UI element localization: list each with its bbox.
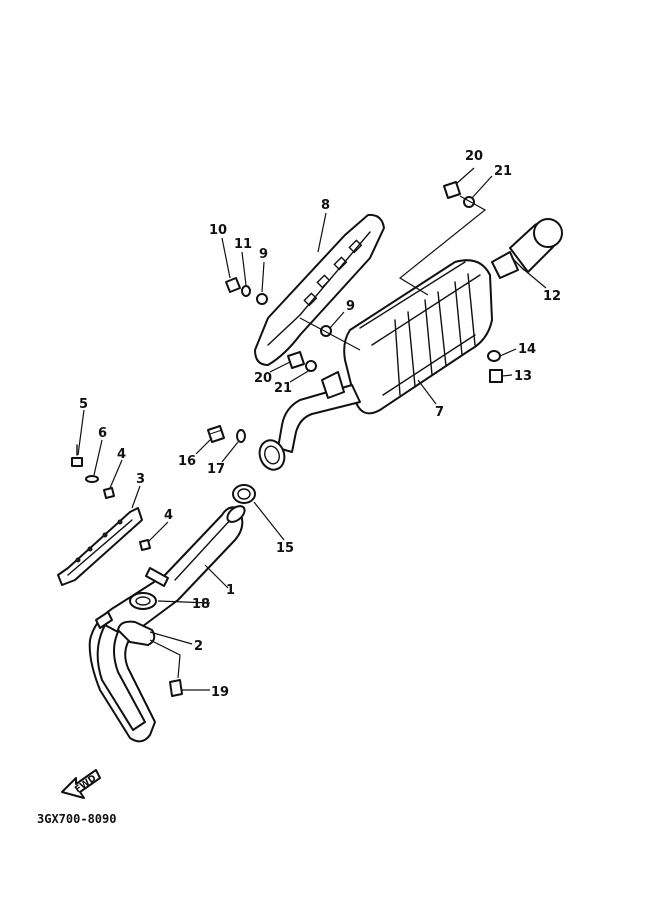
bolt-20a <box>443 181 461 199</box>
callout-16: 16 <box>178 454 196 469</box>
muffler <box>258 259 493 471</box>
callout-21b: 21 <box>274 381 292 396</box>
gasket-18 <box>129 592 157 610</box>
callout-20b: 20 <box>254 371 272 386</box>
gasket-15 <box>232 484 256 504</box>
heat-protector <box>254 213 385 366</box>
callout-2: 2 <box>194 639 203 654</box>
callout-13: 13 <box>514 369 532 384</box>
collar-4b <box>139 539 151 551</box>
callout-1: 1 <box>226 583 235 598</box>
callout-11: 11 <box>234 237 252 252</box>
callout-9b: 9 <box>346 299 355 314</box>
exhaust-pipe <box>88 505 246 743</box>
bolt-5 <box>71 444 83 467</box>
callout-20a: 20 <box>465 149 483 164</box>
nut-14 <box>487 350 501 362</box>
callout-5: 5 <box>79 397 88 412</box>
callout-18: 18 <box>192 597 210 612</box>
callout-4b: 4 <box>164 508 173 523</box>
collar-9b <box>320 325 332 337</box>
callout-3: 3 <box>136 472 145 487</box>
callout-9a: 9 <box>259 247 268 262</box>
diagram-code: 3GX700-8090 <box>37 812 116 826</box>
washer-17 <box>236 429 246 443</box>
washer-11 <box>241 285 251 297</box>
fwd-arrow-icon: FWD <box>61 769 101 799</box>
leader-lines <box>77 167 547 691</box>
callout-7: 7 <box>435 405 444 420</box>
bolt-20b <box>287 351 305 369</box>
collar-9a <box>256 293 268 305</box>
tail-pipe <box>491 218 563 279</box>
callout-15: 15 <box>276 541 294 556</box>
callout-6: 6 <box>98 426 107 441</box>
bolt-19 <box>169 679 183 697</box>
pipe-protector <box>57 507 143 586</box>
callout-17: 17 <box>207 462 225 477</box>
collar-4a <box>103 487 115 499</box>
washer-6 <box>85 475 99 483</box>
callout-14: 14 <box>518 342 536 357</box>
callout-10: 10 <box>209 223 227 238</box>
callout-19: 19 <box>211 685 229 700</box>
bolt-13 <box>489 369 503 383</box>
washer-21b <box>305 360 317 372</box>
callout-21a: 21 <box>494 164 512 179</box>
callout-12: 12 <box>543 289 561 304</box>
callout-4a: 4 <box>117 447 126 462</box>
callout-8: 8 <box>321 198 330 213</box>
bolt-10 <box>225 277 241 293</box>
callouts: 8 10 11 9 9 20 21 20 21 12 14 13 7 16 17… <box>79 149 561 700</box>
